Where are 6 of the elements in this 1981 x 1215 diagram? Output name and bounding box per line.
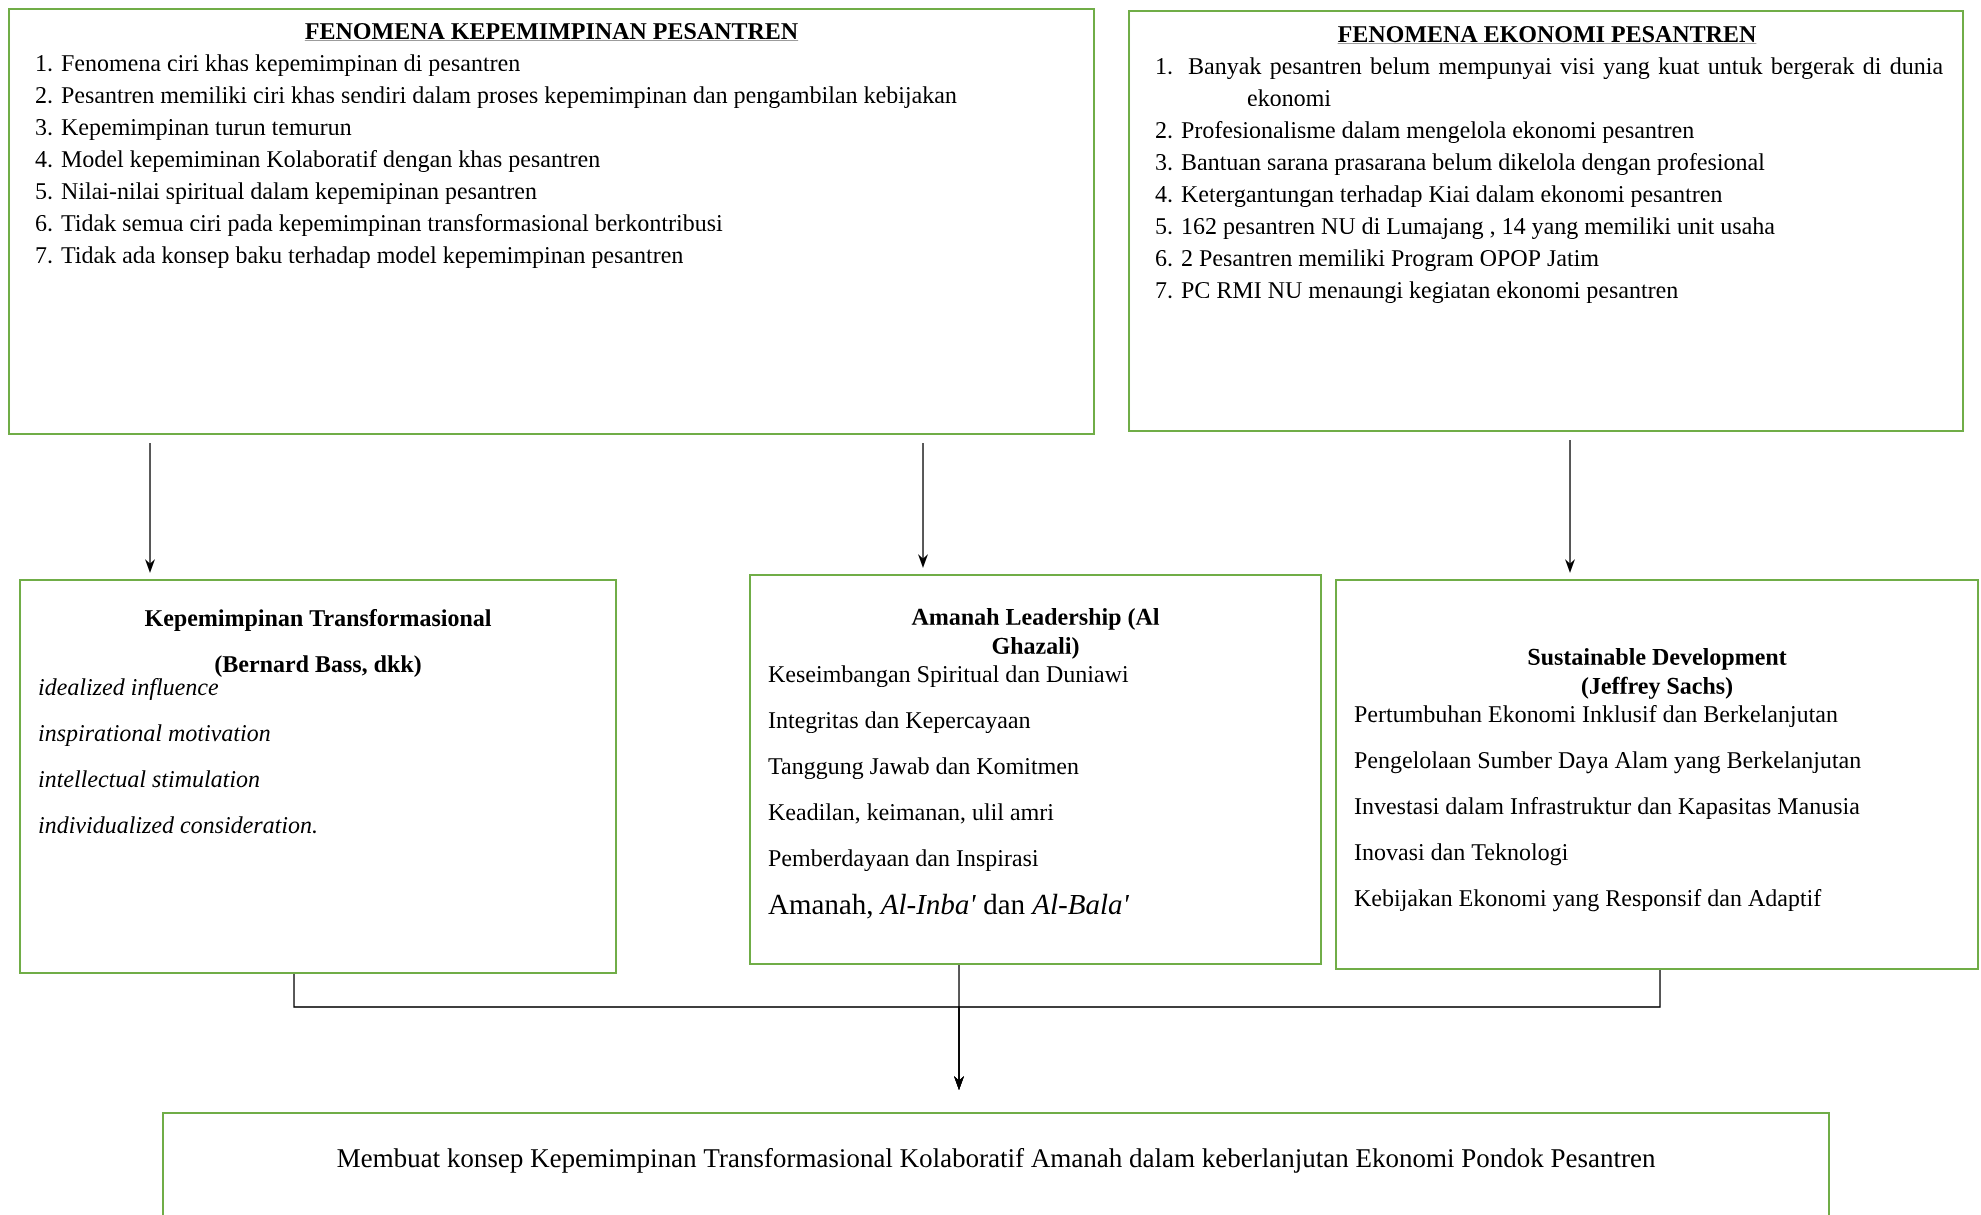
goal-box: Membuat konsep Kepemimpinan Transformasional Kolaboratif Amanah dalam keberlanjutan Ekonomi Pondok Pesantren (162, 1112, 1830, 1215)
phenomena-box: FENOMENA KEPEMIMPINAN PESANTREN 1. Fenomena ciri khas kepemimpinan di pesantren 2. Pesantren memiliki ciri khas sendiri dalam proses kepemimpinan dan pengambilan kebijakan 3. Kepemimpinan turun temurun 4. Model kepemiminan Kolaboratif dengan khas pesantren 5. Nilai-nilai spiritual dalam kepemipinan pesantren 6. Tidak semua ciri pada kepemimpinan transformasional berkontribusi 7. Tidak ada konsep baku terhadap model kepemimpinan pesantren (8, 8, 1095, 435)
theory-box: Kepemimpinan Transformasional (Bernard Bass, dkk) idealized influence inspirational motivation intellectual stimulation individualized consideration. (19, 579, 617, 974)
theory-box: Sustainable Development (Jeffrey Sachs) Pertumbuhan Ekonomi Inklusif dan Berkelanjutan Pengelolaan Sumber Daya Alam yang Berkelanjutan Investasi dalam Infrastruktur dan Kapasitas Manusia Inovasi dan Teknologi Kebijakan Ekonomi yang Responsif dan Adaptif (1335, 579, 1979, 970)
theory-box: Amanah Leadership (Al Ghazali) Keseimbangan Spiritual dan Duniawi Integritas dan Kepercayaan Tanggung Jawab dan Komitmen Keadilan, keimanan, ulil amri Pemberdayaan dan Inspirasi Amanah, Al-Inba' dan Al-Bala' (749, 574, 1322, 965)
phenomena-box: FENOMENA EKONOMI PESANTREN 1. Banyak pesantren belum mempunyai visi yang kuat untuk bergerak di dunia ekonomi 2. Profesionalisme dalam mengelola ekonomi pesantren 3. Bantuan sarana prasarana belum dikelola dengan profesional 4. Ketergantungan terhadap Kiai dalam ekonomi pesantren 5. 162 pesantren NU di Lumajang , 14 yang memiliki unit usaha 6. 2 Pesantren memiliki Program OPOP Jatim 7. PC RMI NU menaungi kegiatan ekonomi pesantren (1128, 10, 1964, 432)
